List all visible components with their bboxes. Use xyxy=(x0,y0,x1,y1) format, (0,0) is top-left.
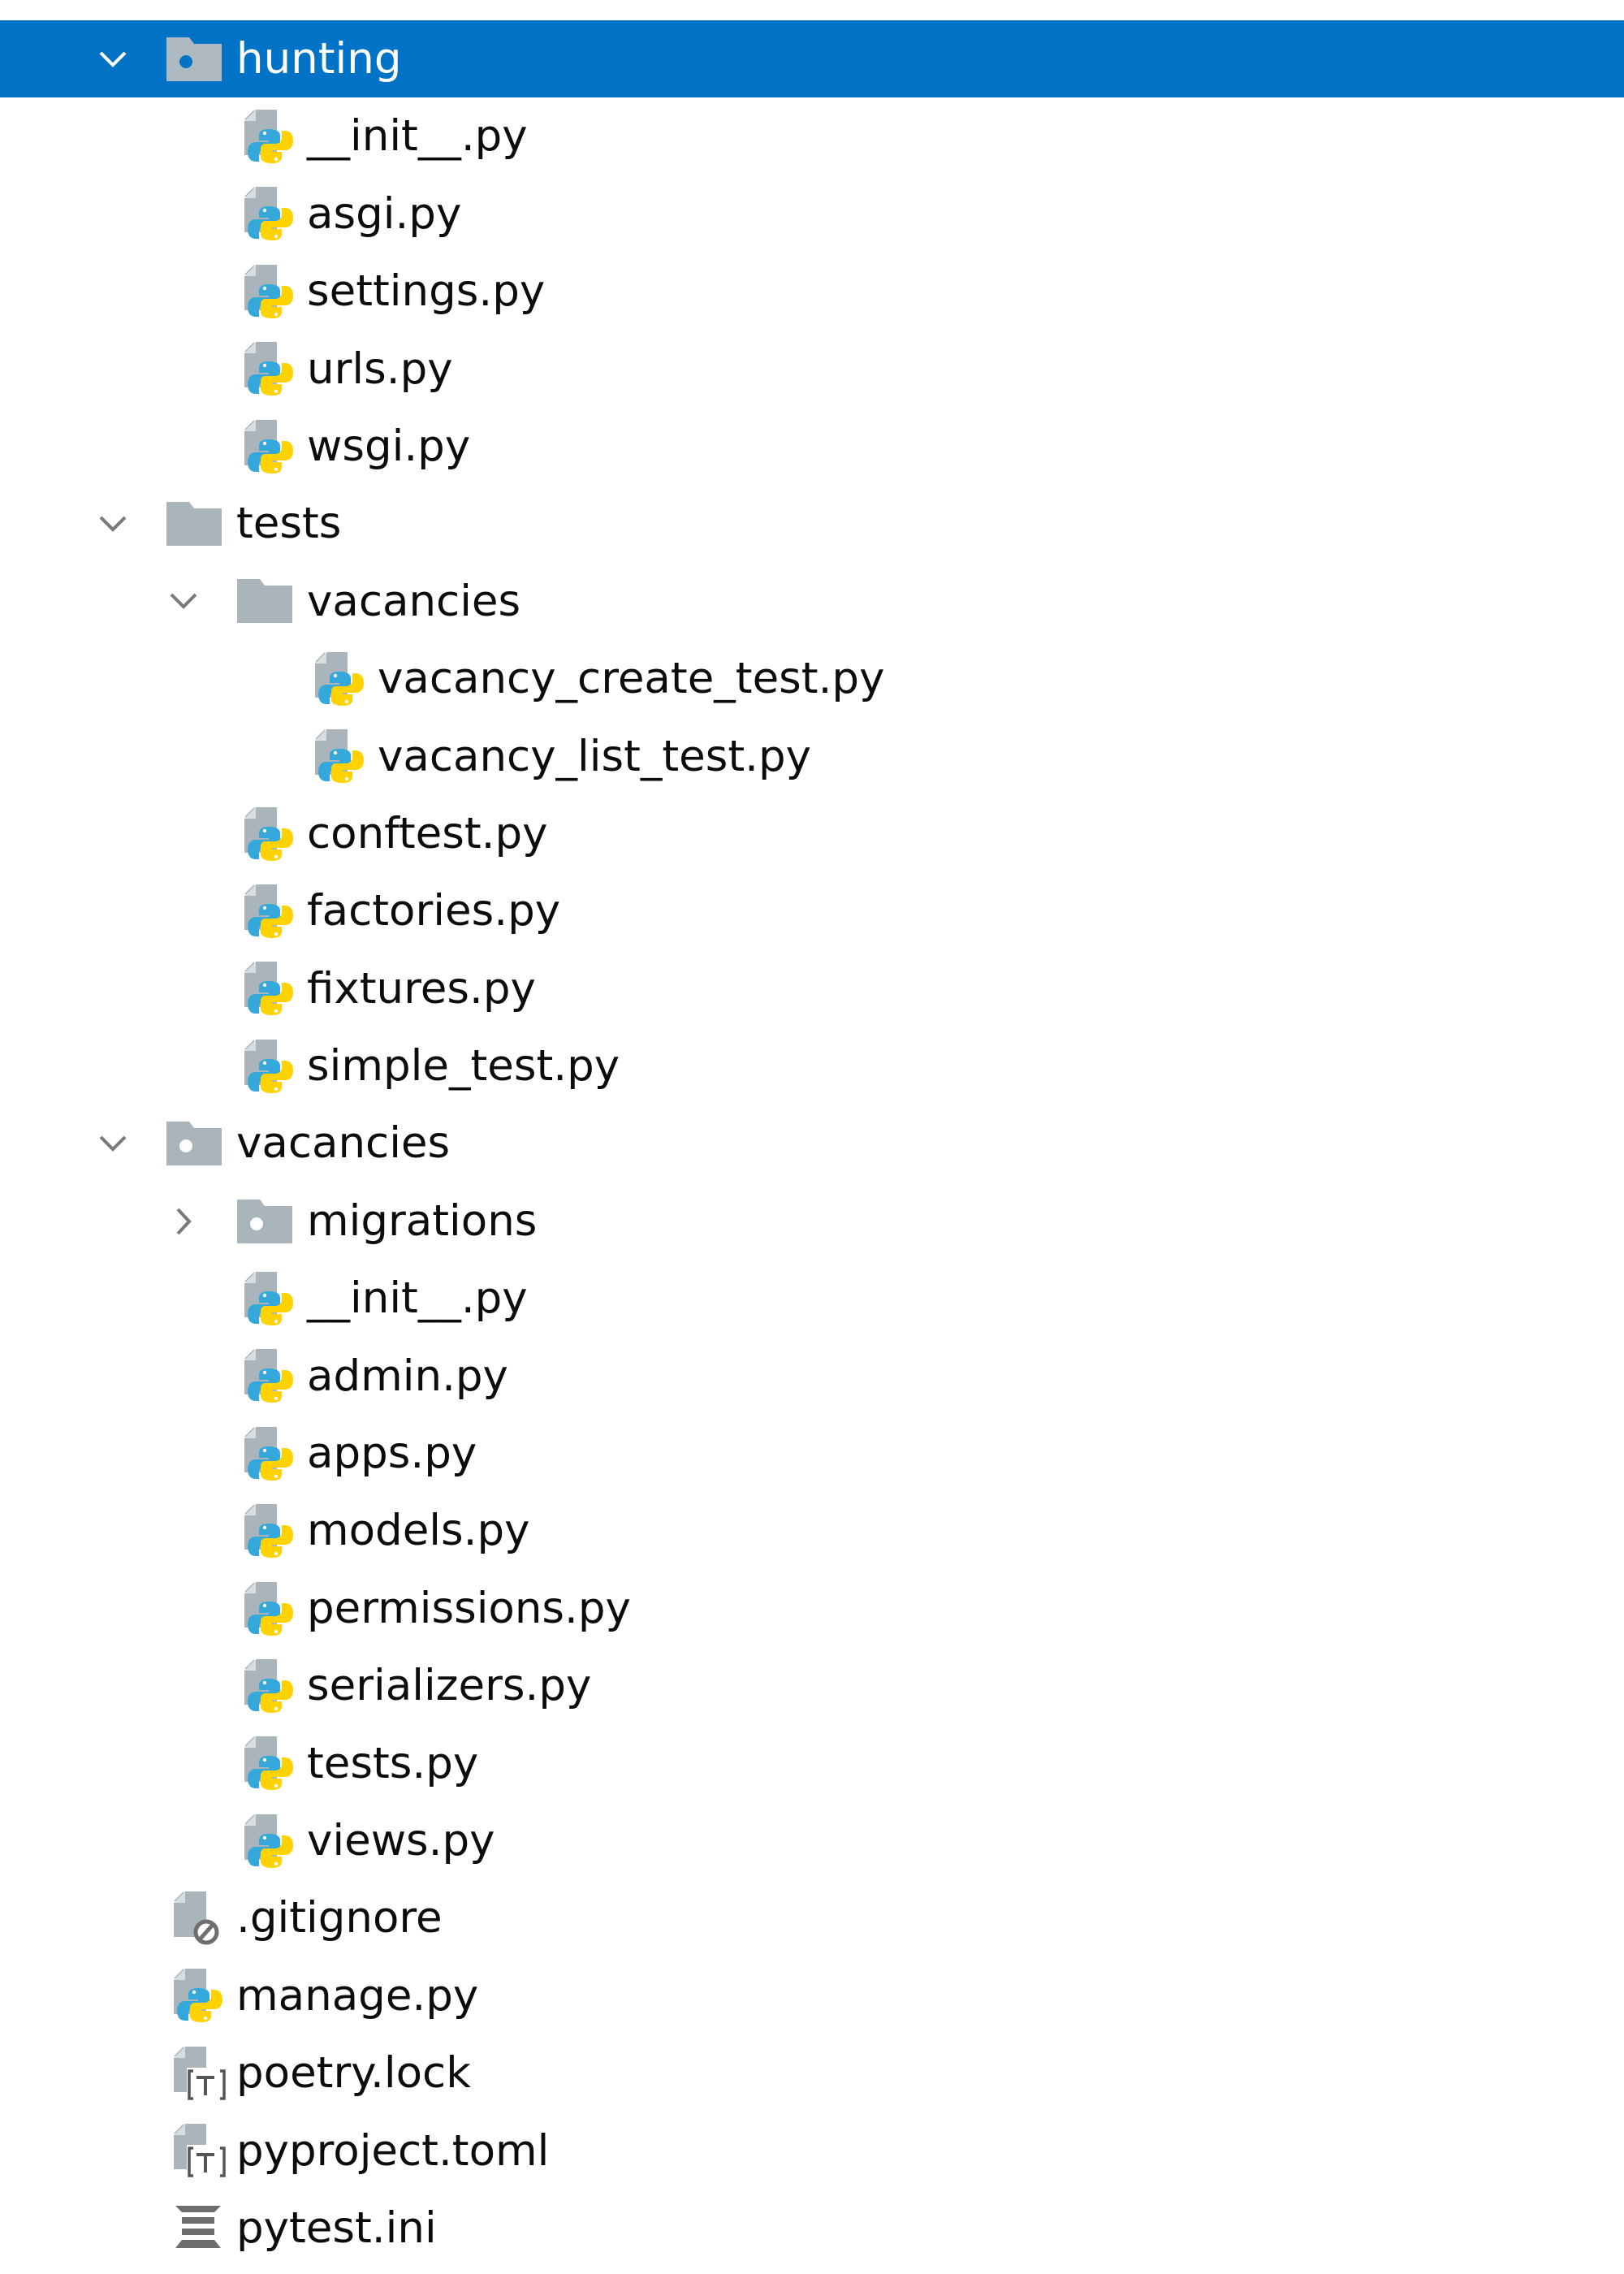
tree-item-label: migrations xyxy=(307,1195,538,1246)
python-file-icon xyxy=(244,1570,301,1647)
tree-item-label: hunting xyxy=(236,34,402,84)
tree-file-row[interactable]: __init__.py xyxy=(0,97,1624,175)
chevron-down-icon[interactable] xyxy=(167,563,200,640)
python-file-icon xyxy=(244,1492,301,1569)
tree-item-label: poetry.lock xyxy=(236,2048,471,2099)
python-file-icon xyxy=(244,950,301,1027)
tree-file-row[interactable]: vacancy_list_test.py xyxy=(0,718,1624,795)
python-file-icon xyxy=(244,1802,301,1879)
tree-file-row[interactable]: simple_test.py xyxy=(0,1027,1624,1105)
python-file-icon xyxy=(244,795,301,872)
tree-file-row[interactable]: asgi.py xyxy=(0,175,1624,253)
folder-icon xyxy=(237,563,294,640)
tree-file-row[interactable]: serializers.py xyxy=(0,1647,1624,1724)
tree-file-row[interactable]: wsgi.py xyxy=(0,408,1624,485)
python-file-icon xyxy=(244,253,301,330)
python-file-icon xyxy=(244,1260,301,1337)
tree-item-label: manage.py xyxy=(236,1970,479,2021)
chevron-down-icon[interactable] xyxy=(97,485,129,562)
tree-item-label: simple_test.py xyxy=(307,1041,620,1092)
tree-file-row[interactable]: settings.py xyxy=(0,253,1624,330)
tree-item-label: urls.py xyxy=(307,344,453,394)
chevron-right-icon[interactable] xyxy=(167,1182,200,1260)
python-file-icon xyxy=(244,408,301,485)
module-folder-icon xyxy=(237,1182,294,1260)
tree-item-label: fixtures.py xyxy=(307,963,536,1014)
tree-file-row[interactable]: fixtures.py xyxy=(0,950,1624,1027)
tree-item-label: __init__.py xyxy=(307,111,528,162)
ignore-file-icon xyxy=(174,1879,231,1956)
project-tree: hunting __init__.py asgi.py settings.py … xyxy=(0,20,1624,2267)
tree-file-row[interactable]: models.py xyxy=(0,1492,1624,1569)
tree-item-label: __init__.py xyxy=(307,1273,528,1324)
tree-item-label: admin.py xyxy=(307,1351,508,1401)
tree-file-row[interactable]: tests.py xyxy=(0,1725,1624,1802)
tree-file-row[interactable]: .gitignore xyxy=(0,1879,1624,1956)
tree-folder-row[interactable]: tests xyxy=(0,485,1624,562)
tree-item-label: factories.py xyxy=(307,886,561,936)
tree-item-label: permissions.py xyxy=(307,1583,631,1633)
tree-file-row[interactable]: pytest.ini xyxy=(0,2190,1624,2267)
tree-file-row[interactable]: permissions.py xyxy=(0,1570,1624,1647)
tree-folder-row[interactable]: vacancies xyxy=(0,1105,1624,1182)
tree-item-label: vacancies xyxy=(307,576,521,626)
tree-file-row[interactable]: vacancy_create_test.py xyxy=(0,640,1624,717)
text-file-icon xyxy=(174,2112,231,2190)
tree-item-label: pytest.ini xyxy=(236,2203,437,2253)
tree-file-row[interactable]: poetry.lock xyxy=(0,2034,1624,2112)
folder-icon xyxy=(166,485,223,562)
tree-item-label: .gitignore xyxy=(236,1893,443,1943)
tree-file-row[interactable]: __init__.py xyxy=(0,1260,1624,1337)
tree-item-label: settings.py xyxy=(307,266,546,317)
python-file-icon xyxy=(244,97,301,175)
python-file-icon xyxy=(315,640,372,717)
tree-item-label: tests.py xyxy=(307,1738,479,1788)
tree-item-label: conftest.py xyxy=(307,808,548,858)
tree-file-row[interactable]: admin.py xyxy=(0,1338,1624,1415)
module-folder-icon xyxy=(166,20,223,97)
tree-file-row[interactable]: apps.py xyxy=(0,1415,1624,1492)
chevron-down-icon[interactable] xyxy=(97,20,129,97)
tree-item-label: wsgi.py xyxy=(307,421,471,471)
python-file-icon xyxy=(244,1725,301,1802)
python-file-icon xyxy=(244,1027,301,1105)
module-folder-icon xyxy=(166,1105,223,1182)
tree-item-label: pyproject.toml xyxy=(236,2125,550,2176)
tree-folder-row[interactable]: hunting xyxy=(0,20,1624,98)
python-file-icon xyxy=(174,1957,231,2034)
tree-file-row[interactable]: manage.py xyxy=(0,1957,1624,2034)
python-file-icon xyxy=(244,872,301,949)
tree-item-label: serializers.py xyxy=(307,1661,592,1711)
tree-item-label: views.py xyxy=(307,1815,495,1865)
tree-file-row[interactable]: views.py xyxy=(0,1802,1624,1879)
python-file-icon xyxy=(244,175,301,253)
tree-file-row[interactable]: conftest.py xyxy=(0,795,1624,872)
tree-item-label: tests xyxy=(236,499,342,549)
chevron-down-icon[interactable] xyxy=(97,1105,129,1182)
text-file-icon xyxy=(174,2034,231,2112)
python-file-icon xyxy=(244,331,301,408)
python-file-icon xyxy=(315,718,372,795)
ini-file-icon xyxy=(174,2190,231,2267)
tree-item-label: asgi.py xyxy=(307,188,462,239)
tree-item-label: vacancy_create_test.py xyxy=(378,654,885,704)
tree-folder-row[interactable]: vacancies xyxy=(0,563,1624,640)
tree-item-label: vacancies xyxy=(236,1118,451,1169)
tree-file-row[interactable]: urls.py xyxy=(0,331,1624,408)
python-file-icon xyxy=(244,1647,301,1724)
python-file-icon xyxy=(244,1338,301,1415)
python-file-icon xyxy=(244,1415,301,1492)
tree-item-label: apps.py xyxy=(307,1429,477,1479)
tree-item-label: vacancy_list_test.py xyxy=(378,731,812,781)
tree-file-row[interactable]: pyproject.toml xyxy=(0,2112,1624,2190)
tree-item-label: models.py xyxy=(307,1506,530,1556)
tree-file-row[interactable]: factories.py xyxy=(0,872,1624,949)
tree-folder-row[interactable]: migrations xyxy=(0,1182,1624,1260)
